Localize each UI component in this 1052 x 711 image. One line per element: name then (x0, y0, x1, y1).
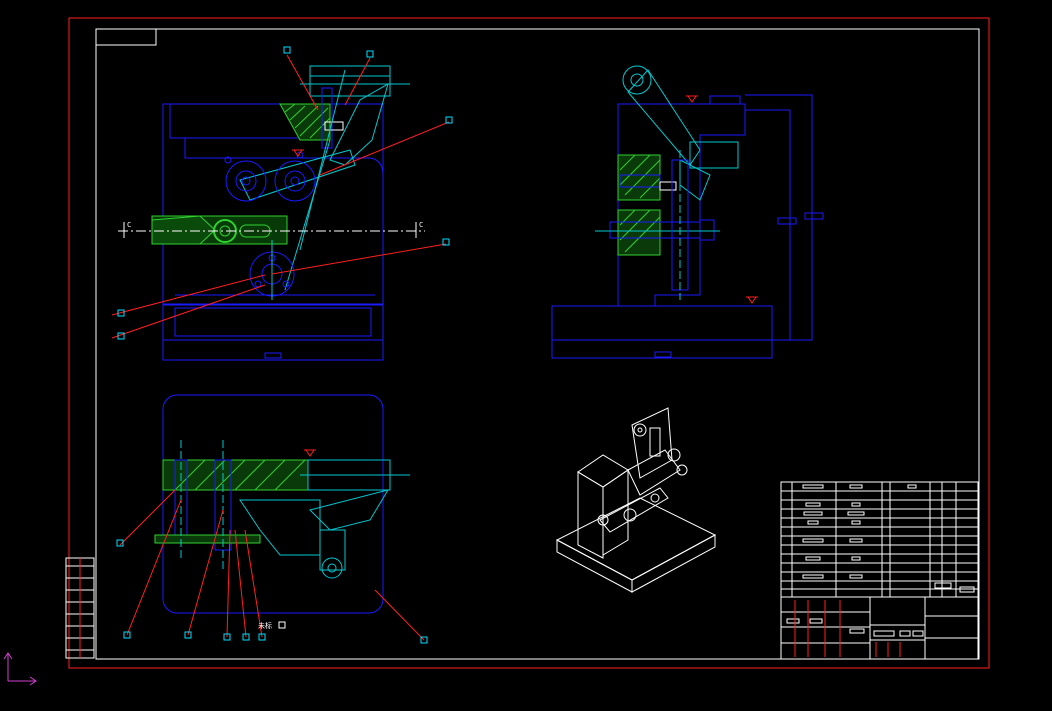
isometric-view[interactable] (555, 407, 717, 593)
section-mark-right: C (419, 221, 423, 229)
balloon (123, 631, 131, 639)
title-block[interactable] (780, 596, 979, 660)
side-view[interactable] (551, 65, 824, 359)
balloon (184, 631, 192, 639)
top-view-leaders (119, 489, 425, 641)
ucs-icon (3, 652, 37, 686)
front-view-leaders (111, 54, 450, 339)
note-box (278, 621, 286, 629)
top-view[interactable] (154, 394, 410, 614)
balloon (445, 116, 453, 124)
balloon (420, 636, 428, 644)
front-view[interactable]: C C (118, 65, 425, 361)
binding-strip (65, 557, 95, 659)
drawing-number-box (95, 28, 157, 46)
top-view-balloons[interactable] (116, 539, 428, 644)
balloon (366, 50, 374, 58)
inner-border (95, 28, 980, 660)
side-view-symbols (292, 95, 758, 457)
bill-of-materials-table[interactable] (780, 481, 979, 598)
title-block-red-marks (794, 600, 901, 657)
section-mark-left: C (127, 221, 131, 229)
balloon (117, 332, 125, 340)
balloon (442, 238, 450, 246)
balloon (116, 539, 124, 547)
balloon (223, 633, 231, 641)
note-label: 未标 (258, 621, 272, 630)
balloon (283, 46, 291, 54)
balloon (258, 633, 266, 641)
balloon (242, 633, 250, 641)
balloon (117, 309, 125, 317)
outer-border (68, 17, 990, 669)
front-view-balloons[interactable] (117, 46, 453, 340)
